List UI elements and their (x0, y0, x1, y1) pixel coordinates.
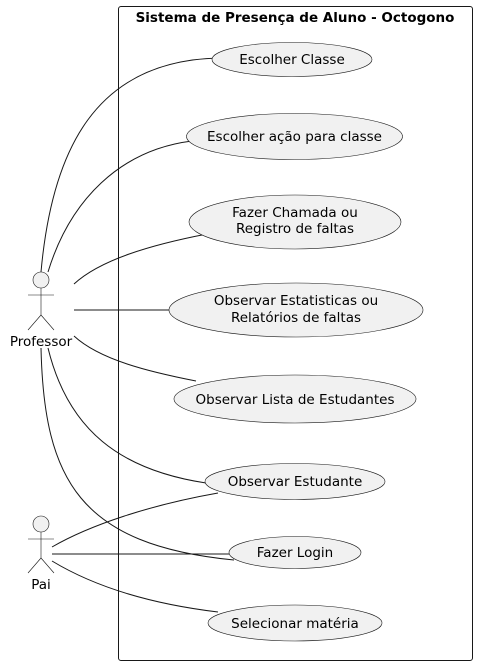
use-case-observar-estatisticas: Observar Estatisticas ou Relatórios de f… (168, 282, 424, 338)
use-case-ellipse (204, 463, 386, 500)
use-case-selecionar-materia: Selecionar matéria (207, 604, 383, 642)
use-case-observar-estudante: Observar Estudante (204, 463, 386, 500)
use-case-label: Selecionar matéria (231, 616, 359, 632)
use-case-label-line-1: Fazer Chamada ou (232, 205, 358, 221)
stick-figure-icon (27, 515, 55, 574)
assoc-professor-observar-estudante (47, 347, 207, 484)
use-case-label: Escolher ação para classe (207, 129, 382, 145)
use-case-observar-lista: Observar Lista de Estudantes (173, 374, 417, 424)
use-case-label: Escolher Classe (239, 52, 345, 68)
assoc-professor-observar-lista (73, 335, 197, 382)
assoc-professor-escolher-acao (47, 140, 193, 273)
use-case-fazer-login: Fazer Login (228, 536, 362, 569)
use-case-ellipse (211, 42, 373, 77)
use-case-escolher-acao: Escolher ação para classe (186, 113, 403, 160)
use-case-ellipse (188, 194, 402, 250)
actor-professor: Professor (10, 271, 73, 350)
use-case-label: Fazer Login (257, 545, 333, 561)
assoc-professor-escolher-classe (40, 57, 221, 273)
use-case-fazer-chamada: Fazer Chamada ou Registro de faltas (188, 194, 402, 250)
use-case-label: Observar Lista de Estudantes (196, 392, 395, 408)
actor-label: Pai (31, 577, 51, 593)
use-case-ellipse (207, 604, 383, 642)
use-case-label: Observar Estudante (228, 474, 363, 490)
use-case-escolher-classe: Escolher Classe (211, 42, 373, 77)
actor-label: Professor (10, 334, 73, 350)
assoc-professor-fazer-chamada (73, 233, 208, 285)
system-title: Sistema de Presença de Aluno - Octogono (136, 10, 455, 26)
use-case-ellipse (173, 374, 417, 424)
use-case-ellipse (168, 282, 424, 338)
associations (40, 57, 235, 613)
use-case-ellipse (228, 536, 362, 569)
assoc-professor-fazer-login (40, 347, 235, 561)
use-case-label-line-2: Relatórios de faltas (231, 310, 361, 326)
stick-figure-icon (27, 271, 55, 331)
use-case-label-line-1: Observar Estatisticas ou (214, 293, 378, 309)
assoc-pai-selecionar-materia (51, 560, 219, 613)
use-case-ellipse (186, 113, 403, 160)
actor-pai: Pai (27, 515, 55, 593)
use-case-label-line-2: Registro de faltas (236, 221, 354, 237)
assoc-pai-observar-estudante (51, 492, 219, 548)
